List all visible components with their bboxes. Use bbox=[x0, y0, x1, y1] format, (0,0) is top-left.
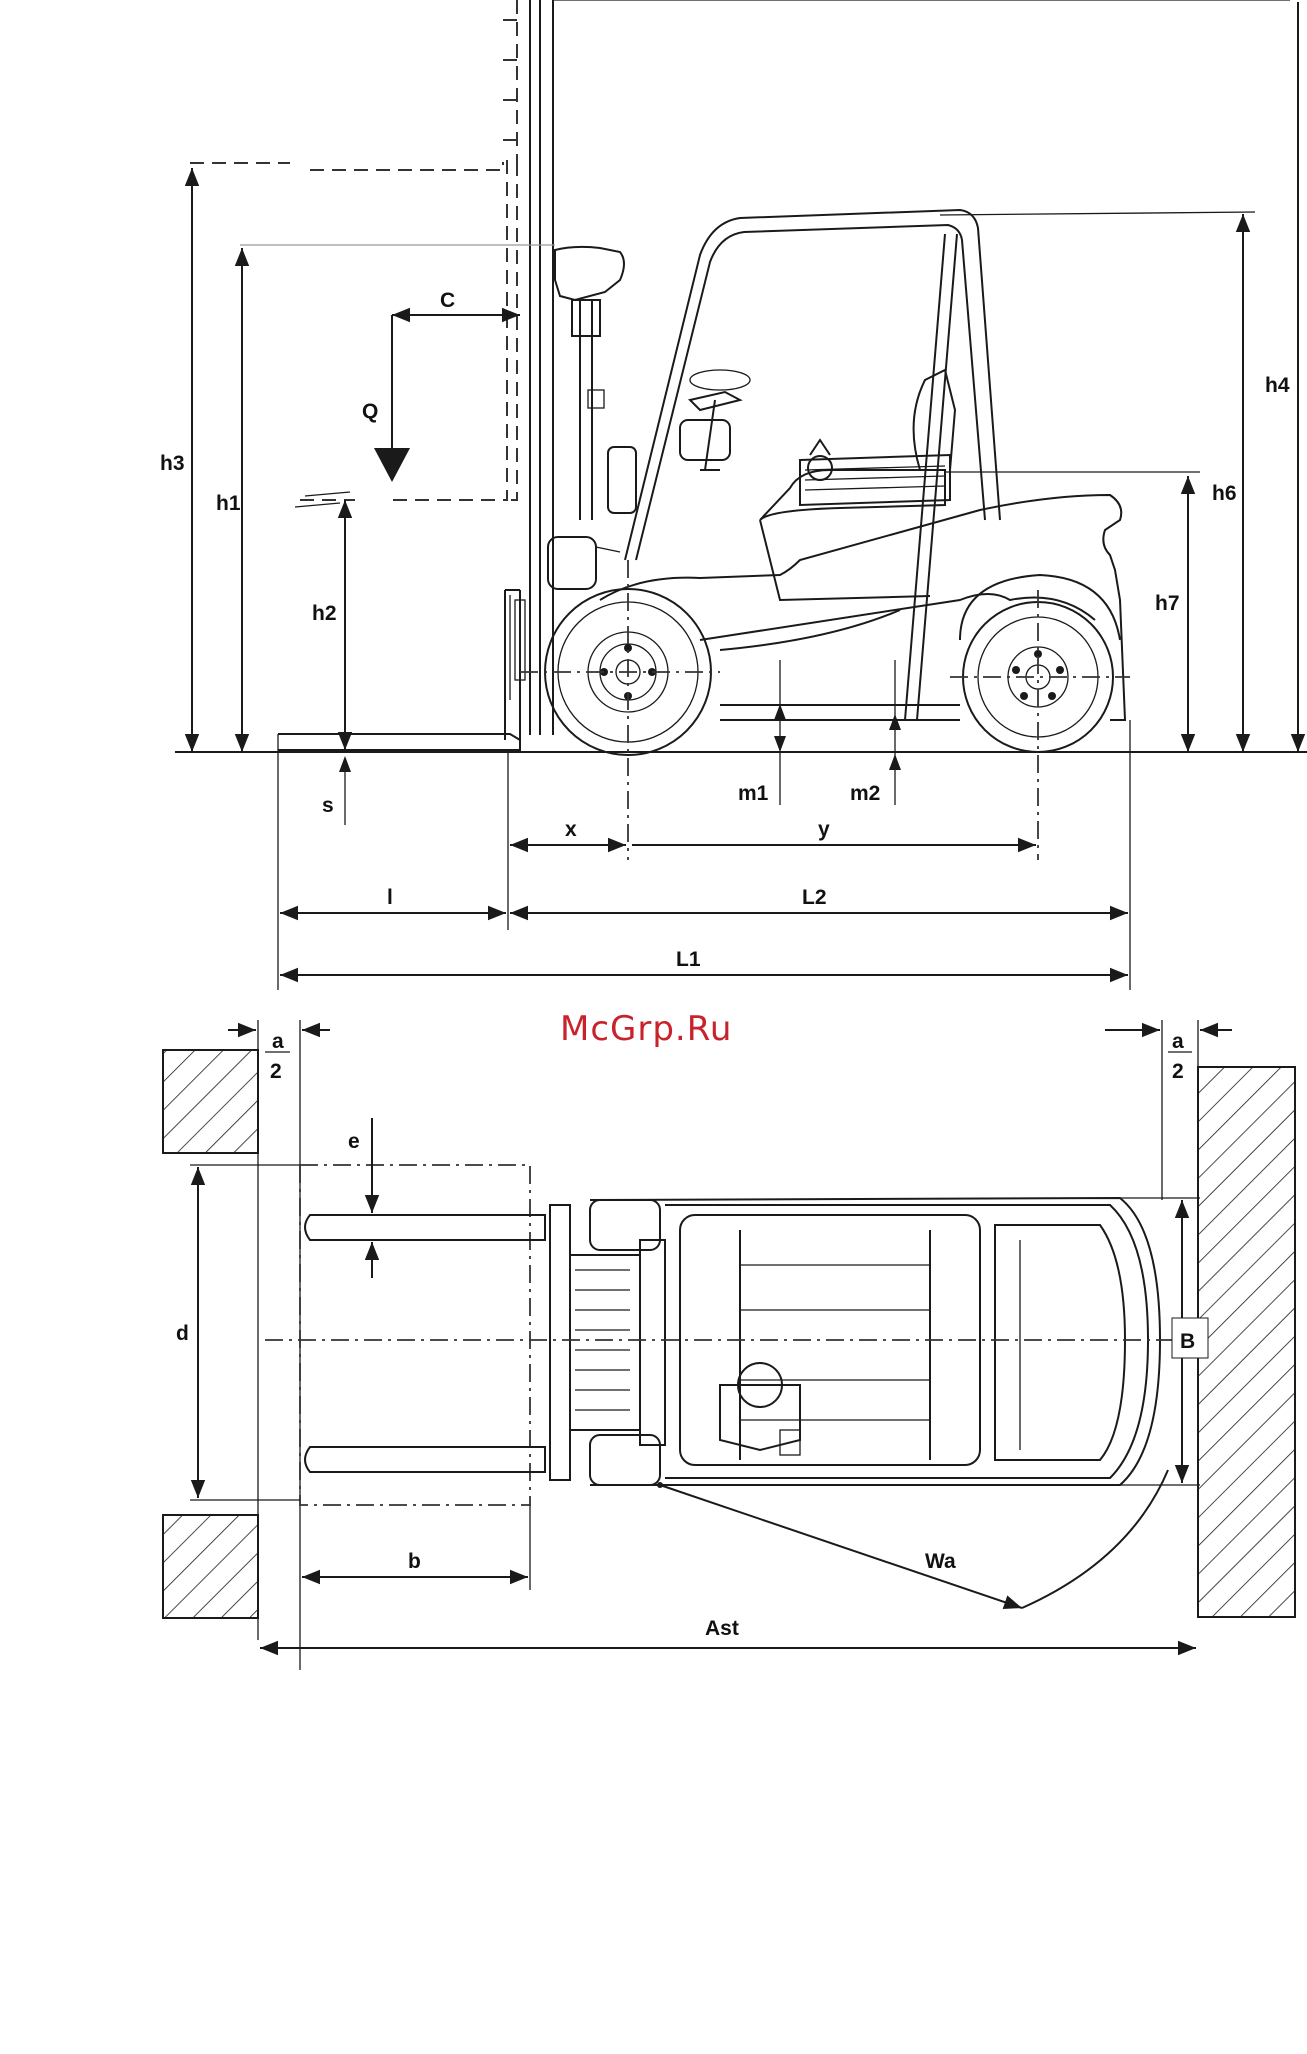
label-e: e bbox=[348, 1130, 360, 1153]
fork-bottom bbox=[305, 1447, 545, 1472]
side-view: C Q h3 h1 h2 h4 h6 h7 s m1 m2 x y l L2 L… bbox=[160, 0, 1307, 990]
label-h1: h1 bbox=[216, 492, 241, 515]
label-h3: h3 bbox=[160, 452, 185, 475]
overhead-guard bbox=[625, 210, 1255, 720]
label-l2: L2 bbox=[802, 886, 827, 909]
label-m2: m2 bbox=[850, 782, 880, 805]
mast-block bbox=[550, 1200, 665, 1485]
raised-carriage bbox=[190, 160, 517, 507]
label-l: l bbox=[387, 886, 393, 909]
label-a-denominator-left: 2 bbox=[270, 1060, 282, 1083]
label-c: C bbox=[440, 289, 455, 312]
label-b: b bbox=[408, 1550, 421, 1573]
label-y: y bbox=[818, 818, 830, 841]
left-top-obstacle bbox=[163, 1050, 258, 1153]
label-h2: h2 bbox=[312, 602, 337, 625]
label-h7: h7 bbox=[1155, 592, 1180, 615]
label-l1: L1 bbox=[676, 948, 701, 971]
rear-wheel bbox=[960, 575, 1120, 752]
label-a-numerator-right: a bbox=[1172, 1030, 1184, 1053]
label-q: Q bbox=[362, 400, 378, 423]
label-width-b: B bbox=[1180, 1330, 1195, 1353]
left-bottom-obstacle bbox=[163, 1515, 258, 1618]
label-x: x bbox=[565, 818, 577, 841]
label-a-denominator-right: 2 bbox=[1172, 1060, 1184, 1083]
length-dimensions bbox=[280, 913, 1128, 975]
label-ast: Ast bbox=[705, 1617, 739, 1640]
d-dimension bbox=[190, 1165, 300, 1500]
label-a-numerator-left: a bbox=[272, 1030, 284, 1053]
b-dimension bbox=[302, 1505, 530, 1590]
load-center-dimension bbox=[374, 315, 520, 482]
label-s: s bbox=[322, 794, 334, 817]
mast bbox=[503, 0, 1290, 735]
right-obstacle bbox=[1198, 1067, 1295, 1617]
fork-top bbox=[305, 1215, 545, 1240]
label-wa: Wa bbox=[925, 1550, 956, 1573]
label-d: d bbox=[176, 1322, 189, 1345]
ground-clearance-dimensions bbox=[774, 660, 901, 805]
label-m1: m1 bbox=[738, 782, 769, 805]
h2-dimension bbox=[339, 500, 351, 825]
truck-body-top bbox=[590, 1198, 1160, 1485]
watermark: McGrp.Ru bbox=[560, 1009, 732, 1049]
top-view: a 2 a 2 e d b B Wa Ast bbox=[163, 1020, 1295, 1670]
turning-radius bbox=[657, 1470, 1168, 1608]
label-h4: h4 bbox=[1265, 374, 1290, 397]
label-h6: h6 bbox=[1212, 482, 1237, 505]
carriage-head bbox=[548, 247, 636, 589]
operator-area bbox=[680, 370, 955, 520]
